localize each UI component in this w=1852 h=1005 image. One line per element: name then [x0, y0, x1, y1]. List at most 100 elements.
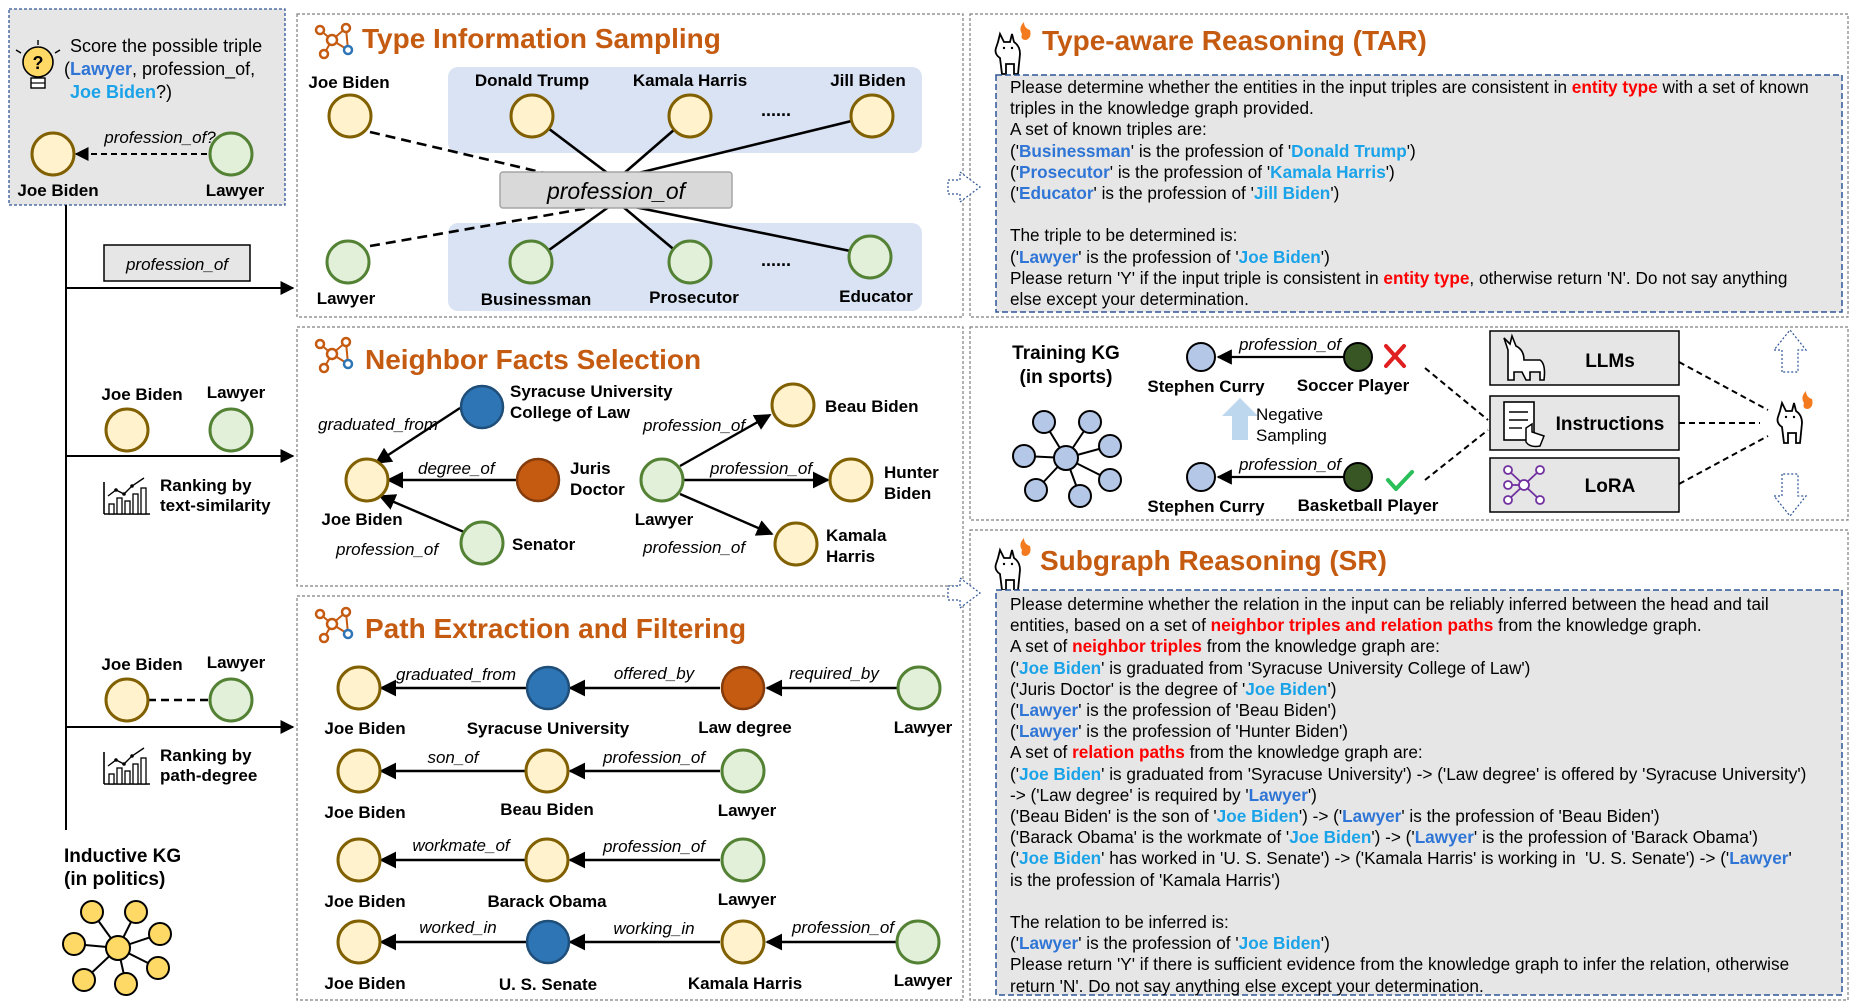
nf-syracuse-label2: College of Law — [510, 403, 631, 422]
path2-label-3: Lawyer — [718, 801, 777, 820]
left-flow: profession_of Joe Biden Lawyer Ranking b… — [62, 205, 295, 996]
pos-tail-label: Basketball Player — [1298, 496, 1439, 515]
ts-bottom-label-2: Prosecutor — [649, 288, 739, 307]
path3-label-1: Joe Biden — [324, 892, 405, 911]
inductive-kg-graph-icon — [62, 900, 172, 996]
path4-edge-1: worked_in — [419, 918, 497, 937]
sr-line-6: ('Lawyer' is the profession of 'Beau Bid… — [1010, 700, 1337, 721]
neg-head-node — [1186, 342, 1216, 372]
pos-head-node — [1186, 462, 1216, 492]
neg-tail-node — [1343, 342, 1373, 372]
nf-syracuse-node — [459, 384, 505, 430]
nf-tail-node — [208, 407, 254, 453]
query-head-node — [30, 131, 76, 177]
tar-line-4: ('Businessman' is the profession of 'Don… — [1010, 140, 1416, 161]
query-line3: Joe Biden?) — [70, 82, 172, 102]
path-degree-chart-icon — [103, 747, 151, 785]
sr-line-2: entities, based on a set of neighbor tri… — [1010, 615, 1702, 636]
nf-head-label: Joe Biden — [101, 385, 182, 404]
path3-label-2: Barack Obama — [487, 892, 607, 911]
sr-line-16: ('Lawyer' is the profession of 'Joe Bide… — [1010, 933, 1330, 954]
instructions-label: Instructions — [1556, 414, 1665, 435]
path4-edge-2: working_in — [613, 919, 694, 938]
tar-prompt: Please determine whether the entities in… — [1010, 77, 1838, 310]
path1-edge-3: required_by — [789, 664, 880, 683]
path4-label-2: U. S. Senate — [499, 975, 597, 994]
pe-head-label: Joe Biden — [101, 655, 182, 674]
nf-kamala-label2: Harris — [826, 547, 875, 566]
training-panel: Training KG (in sports) profession_of St… — [969, 326, 1849, 521]
neg-tail-label: Soccer Player — [1297, 376, 1410, 395]
path4-label-4: Lawyer — [894, 971, 953, 990]
ts-top-node-1 — [509, 93, 555, 139]
sr-line-15: The relation to be inferred is: — [1010, 912, 1229, 933]
inductive-kg-title1: Inductive KG — [64, 846, 181, 867]
rank-path-line2: path-degree — [160, 766, 257, 785]
lightbulb-icon: ? — [15, 40, 61, 89]
lora-network-icon — [1503, 465, 1545, 505]
sr-line-11: ('Beau Biden' is the son of 'Joe Biden')… — [1010, 806, 1660, 827]
inductive-kg-title2: (in politics) — [64, 869, 165, 890]
sr-line-17: Please return 'Y' if there is sufficient… — [1010, 954, 1790, 975]
llama-icon — [1503, 333, 1546, 381]
path2-edge-1: son_of — [427, 748, 480, 767]
pos-head-label: Stephen Curry — [1147, 497, 1265, 516]
path-extraction-panel: Path Extraction and Filtering Joe Biden … — [296, 595, 964, 1001]
arrow-up-icon — [1772, 329, 1808, 373]
cross-icon — [1384, 344, 1406, 368]
tar-line-1: Please determine whether the entities in… — [1010, 77, 1809, 97]
path1-label-2: Syracuse University — [467, 719, 630, 738]
path4-node-2 — [525, 919, 571, 965]
nf-edge-hunter: profession_of — [709, 459, 814, 478]
document-hand-icon — [1503, 401, 1545, 448]
pos-edge-label: profession_of — [1238, 455, 1343, 474]
path3-node-1 — [336, 837, 382, 883]
path4-edge-3: profession_of — [791, 918, 896, 937]
lora-label: LoRA — [1585, 476, 1636, 497]
nf-syracuse-label1: Syracuse University — [510, 382, 673, 401]
query-tail-node — [208, 131, 254, 177]
pe-head-node — [104, 677, 150, 723]
ts-top-label-2: Kamala Harris — [633, 71, 747, 90]
tar-line-3: A set of known triples are: — [1010, 119, 1207, 140]
tar-line-2: triples in the knowledge graph provided. — [1010, 98, 1314, 119]
llms-label: LLMs — [1585, 351, 1635, 372]
nf-tail-label: Lawyer — [207, 383, 266, 402]
rank-text-line2: text-similarity — [160, 496, 271, 515]
sr-line-14: is the profession of 'Kamala Harris') — [1010, 869, 1281, 890]
path2-node-2 — [524, 748, 570, 794]
ts-bottom-node-2 — [667, 239, 713, 285]
path1-edge-1: graduated_from — [396, 665, 516, 684]
neg-sampling-label2: Sampling — [1256, 426, 1327, 445]
pos-tail-node — [1343, 462, 1373, 492]
sr-line-7: ('Lawyer' is the profession of 'Hunter B… — [1010, 721, 1348, 742]
tar-line-6: ('Educator' is the profession of 'Jill B… — [1010, 183, 1340, 204]
nf-hunter-label2: Biden — [884, 484, 931, 503]
ts-bottom-node-3 — [847, 234, 893, 280]
path1-node-3 — [720, 665, 766, 711]
nf-edge-graduated: graduated_from — [318, 415, 438, 434]
path4-node-3 — [720, 919, 766, 965]
path2-node-3 — [720, 748, 766, 794]
ts-head-node — [327, 93, 373, 139]
neighbor-facts-panel: Neighbor Facts Selection Joe Biden Syrac… — [296, 326, 964, 587]
path3-edge-2: profession_of — [602, 837, 707, 856]
path2-node-1 — [336, 748, 382, 794]
arrow-to-tar-icon — [947, 170, 981, 204]
sr-line-13: ('Joe Biden' has worked in 'U. S. Senate… — [1010, 848, 1792, 869]
neg-head-label: Stephen Curry — [1147, 377, 1265, 396]
path3-label-3: Lawyer — [718, 890, 777, 909]
nf-juris-label1: Juris — [570, 459, 611, 478]
nf-hunter-node — [828, 457, 874, 503]
path2-edge-2: profession_of — [602, 748, 707, 767]
ts-top-ellipsis: ...... — [761, 100, 791, 120]
path2-label-2: Beau Biden — [500, 800, 594, 819]
ts-bottom-label-1: Businessman — [481, 290, 592, 309]
ts-top-node-2 — [667, 93, 713, 139]
nf-lawyer-label: Lawyer — [635, 510, 694, 529]
left-relation-box: profession_of — [125, 255, 230, 274]
nf-head-node — [104, 407, 150, 453]
training-kg-graph-icon — [1012, 410, 1122, 508]
sr-line-8: A set of relation paths from the knowled… — [1010, 742, 1423, 763]
sr-panel: Subgraph Reasoning (SR) — [947, 529, 1849, 1001]
